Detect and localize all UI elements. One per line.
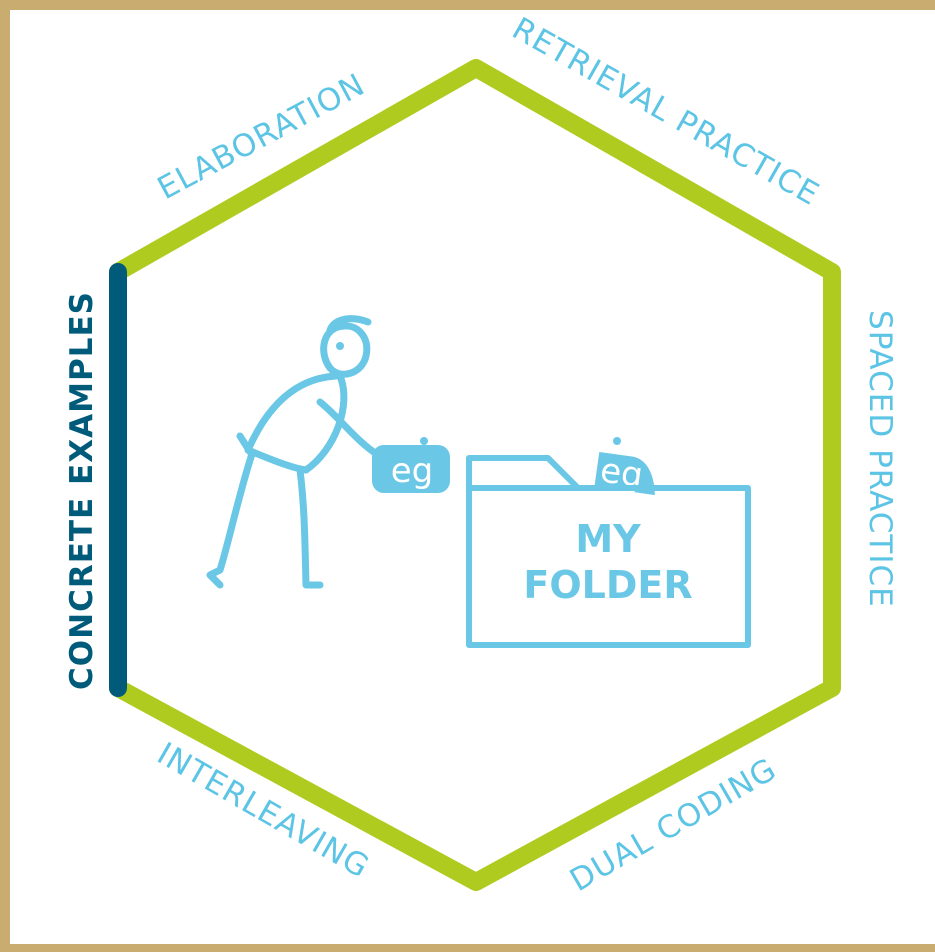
folder-label-line2: FOLDER — [523, 563, 692, 607]
folder-label-line1: MY — [575, 517, 641, 561]
folder-icon: eg MY FOLDER — [466, 437, 751, 648]
hexagon-green-sides — [109, 59, 841, 891]
label-concrete-examples: CONCRETE EXAMPLES — [64, 291, 100, 690]
label-spaced-practice: SPACED PRACTICE — [862, 310, 898, 608]
eg-card-label: eg — [391, 451, 434, 491]
strategy-labels: ELABORATION RETRIEVAL PRACTICE SPACED PR… — [64, 11, 898, 899]
eg-card-icon: eg — [372, 437, 450, 493]
stick-figure-icon — [206, 315, 382, 589]
hexagon-outline — [109, 59, 841, 891]
